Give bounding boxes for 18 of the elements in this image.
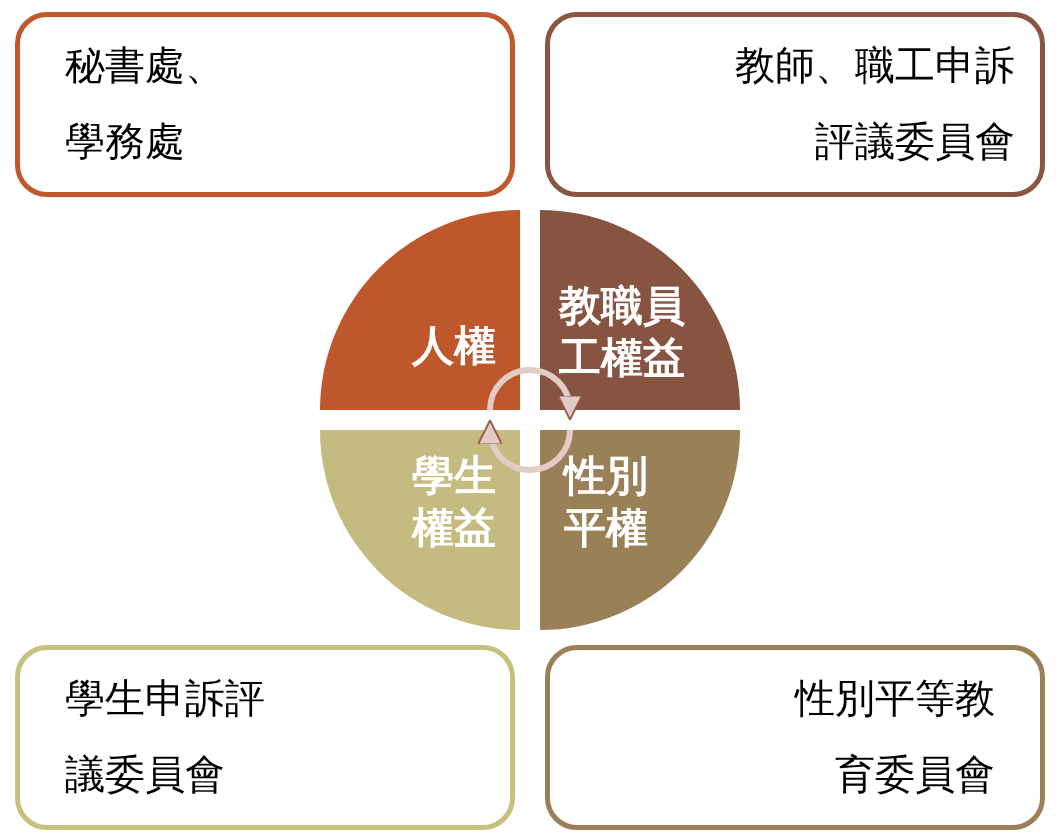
curved-arrow <box>477 419 573 473</box>
segment-label: 教職員工權益 <box>557 280 687 384</box>
curved-arrow <box>487 367 583 421</box>
box-label: 學生申訴評議委員會 <box>65 674 266 799</box>
segment-label: 學生權益 <box>410 450 498 554</box>
rounded-box <box>15 12 515 197</box>
rounded-box <box>545 645 1045 830</box>
box-label: 秘書處、學務處 <box>65 41 226 166</box>
quarter-circle-segment <box>540 210 740 410</box>
quarter-circle-segment <box>540 430 740 630</box>
quarter-circle-segment <box>320 210 520 410</box>
segment-label: 人權 <box>410 320 498 372</box>
box-label: 性別平等教育委員會 <box>793 674 995 799</box>
segment-label: 性別平權 <box>561 450 650 554</box>
quarter-circle-segment <box>320 430 520 630</box>
box-label: 教師、職工申訴評議委員會 <box>734 41 1015 166</box>
rounded-box <box>545 12 1045 197</box>
rounded-box <box>15 645 515 830</box>
